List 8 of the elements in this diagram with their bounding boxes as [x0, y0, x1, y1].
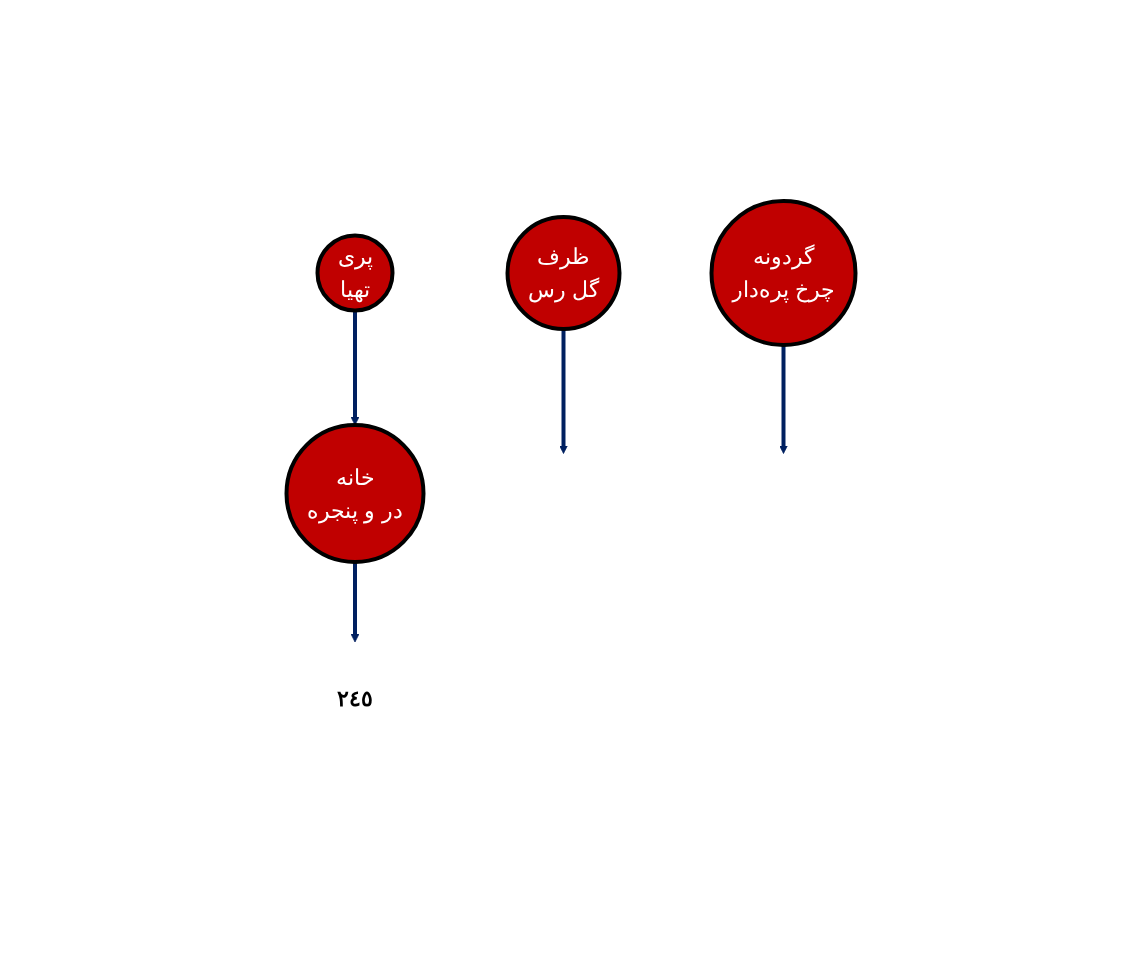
- node-circle: پری تهیا: [315, 233, 395, 312]
- arrow: [779, 344, 789, 454]
- arrow: [559, 328, 569, 454]
- node-text: ٢٤٥: [337, 684, 374, 711]
- node-circle: ظرف گل رس: [505, 214, 622, 331]
- arrow: [350, 561, 360, 642]
- arrow: [350, 310, 360, 425]
- node-circle: خانه در و پنجره: [284, 422, 426, 564]
